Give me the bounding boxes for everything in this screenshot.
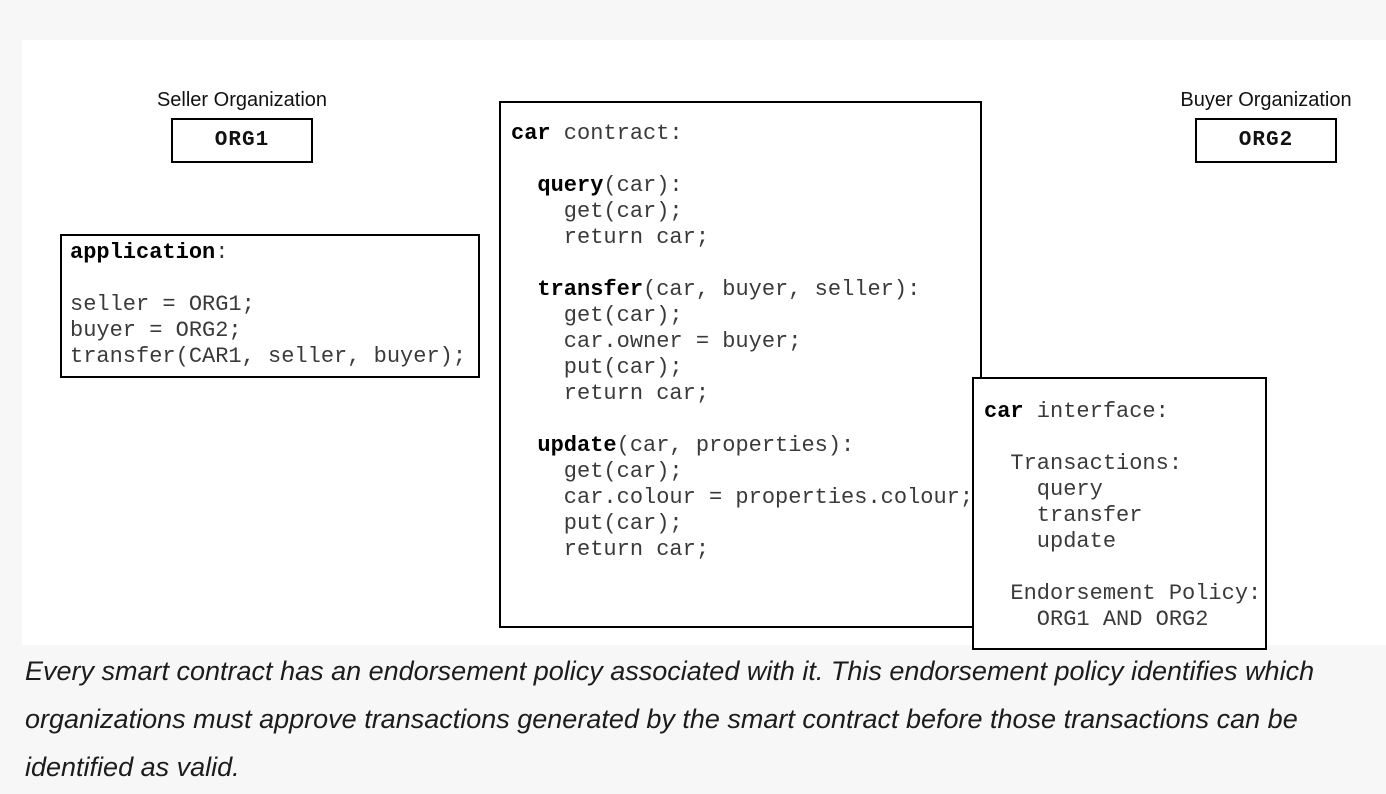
caption-text: Every smart contract has an endorsement … xyxy=(25,656,1315,782)
code-line: car.colour = properties.colour; xyxy=(511,485,974,510)
code-line: get(car); xyxy=(511,459,683,484)
car-interface-code-box: car interface: Transactions: query trans… xyxy=(972,377,1267,650)
code-line: car interface: xyxy=(984,399,1169,424)
buyer-organization-label: Buyer Organization xyxy=(1180,89,1352,111)
car-contract-code-box: car contract: query(car): get(car); retu… xyxy=(499,101,982,628)
code-line: application: xyxy=(70,240,229,265)
buyer-org-box: ORG2 xyxy=(1195,118,1337,163)
code-line: buyer = ORG2; xyxy=(70,318,242,343)
code-line: put(car); xyxy=(511,355,683,380)
code-line xyxy=(984,555,1259,581)
code-line: ORG1 AND ORG2 xyxy=(984,607,1209,632)
code-line: update xyxy=(984,529,1117,554)
seller-organization-label: Seller Organization xyxy=(156,89,328,111)
seller-org-name: ORG1 xyxy=(214,129,270,152)
code-line: return car; xyxy=(511,537,710,562)
application-code-box: application: seller = ORG1;buyer = ORG2;… xyxy=(60,234,480,378)
code-line: Endorsement Policy: xyxy=(984,581,1262,606)
code-line: query xyxy=(984,477,1103,502)
code-line: transfer(car, buyer, seller): xyxy=(537,277,921,302)
code-line: query(car): xyxy=(537,173,683,198)
seller-org-box: ORG1 xyxy=(171,118,313,163)
code-line: return car; xyxy=(511,225,710,250)
code-line: transfer(CAR1, seller, buyer); xyxy=(70,344,467,369)
code-line: car contract: xyxy=(511,121,683,146)
code-line: get(car); xyxy=(511,303,683,328)
code-line: car.owner = buyer; xyxy=(511,329,802,354)
code-line: Transactions: xyxy=(984,451,1183,476)
code-line: update(car, properties): xyxy=(537,433,855,458)
code-line: transfer xyxy=(984,503,1143,528)
code-line xyxy=(511,407,974,433)
code-line xyxy=(70,266,472,292)
buyer-org-name: ORG2 xyxy=(1238,129,1294,152)
code-line xyxy=(511,251,974,277)
code-line: put(car); xyxy=(511,511,683,536)
code-line: get(car); xyxy=(511,199,683,224)
code-line: seller = ORG1; xyxy=(70,292,255,317)
code-line xyxy=(984,425,1259,451)
code-line xyxy=(511,147,974,173)
diagram-panel: Seller Organization ORG1 Buyer Organizat… xyxy=(22,40,1386,650)
code-line: return car; xyxy=(511,381,710,406)
